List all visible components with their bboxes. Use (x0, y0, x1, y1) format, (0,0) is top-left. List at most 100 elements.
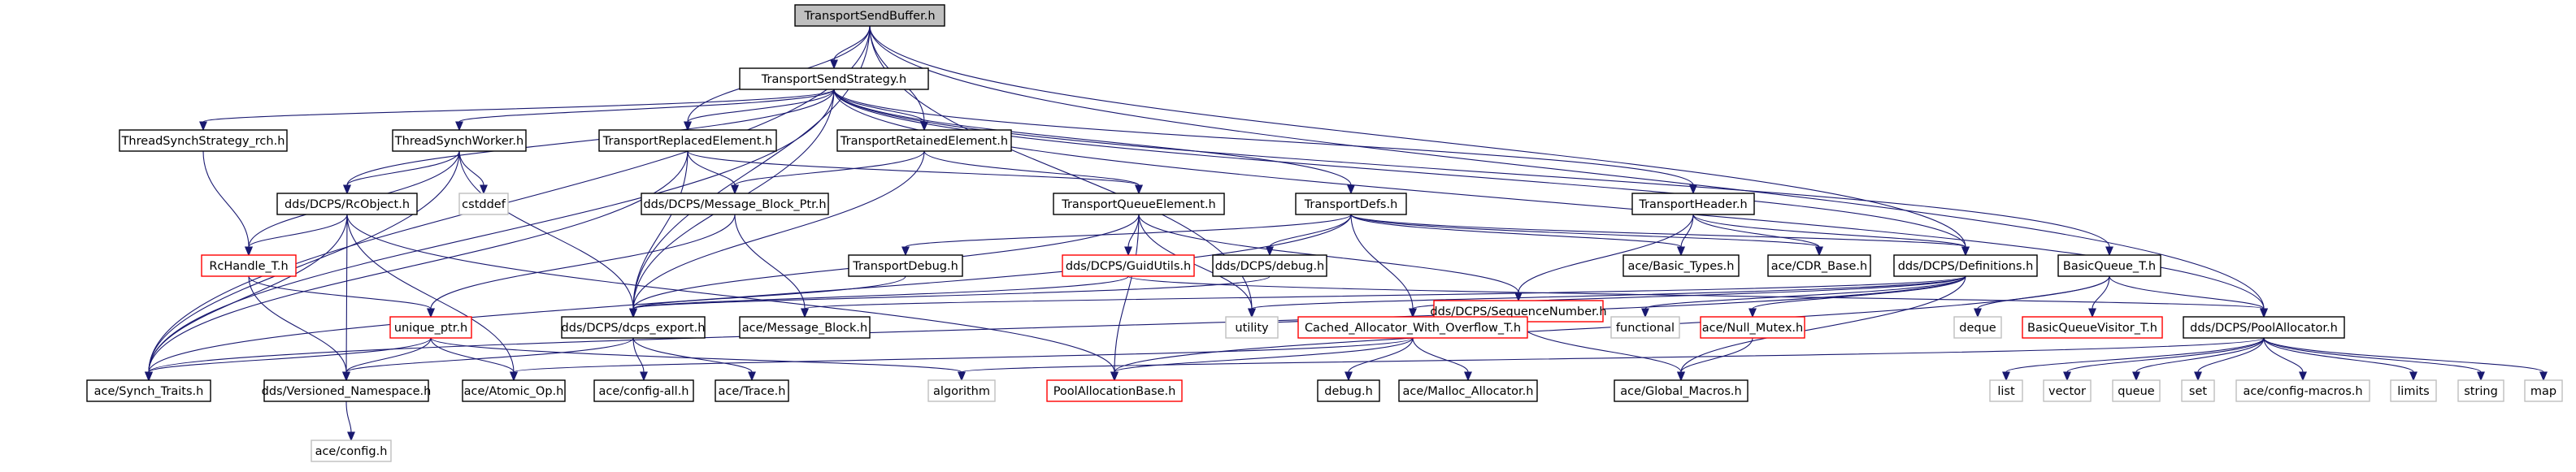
node-box (2524, 379, 2563, 402)
edge-line (1350, 214, 1820, 248)
arrowhead-icon (1961, 246, 1970, 257)
graph-node-tssrch[interactable]: ThreadSynchStrategy_rch.h (119, 129, 288, 152)
node-box (1622, 254, 1740, 277)
edge-line (632, 150, 925, 310)
arrowhead-icon (1409, 308, 1417, 318)
graph-node-string: string (2457, 379, 2504, 402)
graph-node-configall[interactable]: ace/config-all.h (593, 379, 694, 402)
graph-node-acetrace[interactable]: ace/Trace.h (715, 379, 789, 402)
arrowhead-icon (2002, 371, 2010, 382)
graph-node-cdrbase[interactable]: ace/CDR_Base.h (1767, 254, 1871, 277)
node-label: ace/Null_Mutex.h (1702, 322, 1803, 335)
graph-node-msgblock[interactable]: ace/Message_Block.h (739, 316, 871, 339)
edge-line (2005, 337, 2265, 373)
node-box (86, 379, 211, 402)
node-box (1317, 379, 1380, 402)
graph-node-bqvisitor[interactable]: BasicQueueVisitor_T.h (2022, 316, 2163, 339)
dependency-edge-defs-to-cdrbase (1350, 214, 1823, 257)
graph-node-ddsdebug[interactable]: dds/DCPS/debug.h (1212, 254, 1327, 277)
node-label: dds/DCPS/PoolAllocator.h (2190, 322, 2338, 335)
graph-node-tdebug[interactable]: TransportDebug.h (848, 254, 963, 277)
dependency-edge-cached-to-poolallocbase (1110, 337, 1414, 382)
arrowhead-icon (455, 121, 463, 132)
graph-node-poolalloc[interactable]: dds/DCPS/PoolAllocator.h (2183, 316, 2345, 339)
node-box (276, 193, 418, 215)
dependency-edge-bqt-to-deque (1974, 275, 2110, 318)
edge-line (2135, 337, 2265, 373)
node-box (1295, 193, 1407, 215)
edge-line (833, 89, 1694, 186)
graph-node-rchandle[interactable]: RcHandle_T.h (201, 254, 297, 277)
edge-line (833, 89, 1966, 248)
dependency-edge-definitions-to-msgblock (801, 275, 1966, 318)
graph-node-defs[interactable]: TransportDefs.h (1295, 193, 1407, 215)
graph-node-synchtraits[interactable]: ace/Synch_Traits.h (86, 379, 211, 402)
arrowhead-icon (1641, 308, 1649, 318)
node-label: ace/Synch_Traits.h (94, 385, 204, 398)
graph-node-bqt[interactable]: BasicQueue_T.h (2057, 254, 2161, 277)
graph-node-cached[interactable]: Cached_Allocator_With_Overflow_T.h (1297, 316, 1528, 339)
graph-node-definitions[interactable]: dds/DCPS/Definitions.h (1893, 254, 2038, 277)
graph-node-nullmutex[interactable]: ace/Null_Mutex.h (1700, 316, 1805, 339)
arrowhead-icon (347, 431, 355, 442)
graph-node-aceconfig: ace/config.h (311, 440, 392, 462)
graph-node-replaced[interactable]: TransportReplacedElement.h (598, 129, 777, 152)
graph-node-mallocalloc[interactable]: ace/Malloc_Allocator.h (1398, 379, 1538, 402)
node-box (462, 379, 566, 402)
node-box (2183, 316, 2345, 339)
graph-node-globalmacros[interactable]: ace/Global_Macros.h (1614, 379, 1748, 402)
edge-line (632, 150, 689, 310)
dependency-edge-strategy-to-definitions (833, 89, 1970, 257)
graph-node-versioned[interactable]: dds/Versioned_Namespace.h (262, 379, 432, 402)
node-label: BasicQueueVisitor_T.h (2027, 322, 2157, 335)
arrowhead-icon (640, 371, 648, 382)
edge-line (1138, 214, 1253, 310)
graph-node-basictypes[interactable]: ace/Basic_Types.h (1622, 254, 1740, 277)
graph-node-retained[interactable]: TransportRetainedElement.h (836, 129, 1012, 152)
edge-line (458, 150, 634, 310)
graph-node-uniqueptr[interactable]: unique_ptr.h (389, 316, 472, 339)
graph-node-debugh[interactable]: debug.h (1317, 379, 1380, 402)
edge-line (1518, 214, 1694, 293)
node-label: string (2464, 385, 2498, 398)
arrowhead-icon (1748, 308, 1757, 318)
edge-line (346, 214, 515, 373)
dependency-edge-replaced-to-mbptr (687, 150, 739, 195)
node-label: dds/DCPS/dcps_export.h (562, 322, 706, 335)
node-label: set (2189, 385, 2207, 398)
dependency-edge-definitions-to-functional (1641, 275, 1966, 318)
edge-line (1692, 214, 1966, 248)
graph-node-rcobject[interactable]: dds/DCPS/RcObject.h (276, 193, 418, 215)
graph-node-utility: utility (1225, 316, 1279, 339)
graph-node-functional: functional (1610, 316, 1680, 339)
graph-node-atomicop[interactable]: ace/Atomic_Op.h (462, 379, 566, 402)
graph-node-strategy[interactable]: TransportSendStrategy.h (739, 67, 929, 90)
arrowhead-icon (1110, 371, 1119, 382)
graph-node-poolallocbase[interactable]: PoolAllocationBase.h (1046, 379, 1183, 402)
arrowhead-icon (1464, 371, 1472, 382)
dependency-edge-strategy-to-tsworker (455, 89, 835, 132)
arrowhead-icon (2088, 308, 2096, 318)
edge-line (1138, 214, 1519, 293)
node-label: cstddef (462, 198, 506, 211)
graph-node-tsworker[interactable]: ThreadSynchWorker.h (392, 129, 527, 152)
graph-node-queueel[interactable]: TransportQueueElement.h (1053, 193, 1225, 215)
node-label: ace/Malloc_Allocator.h (1403, 385, 1534, 398)
graph-node-mbptr[interactable]: dds/DCPS/Message_Block_Ptr.h (641, 193, 829, 215)
graph-node-header[interactable]: TransportHeader.h (1631, 193, 1755, 215)
node-label: debug.h (1324, 385, 1373, 398)
edge-line (202, 150, 250, 248)
edge-line (346, 150, 460, 186)
edge-line (2066, 337, 2265, 373)
graph-node-guidutils[interactable]: dds/DCPS/GuidUtils.h (1062, 254, 1195, 277)
graph-node-dcpsexport[interactable]: dds/DCPS/dcps_export.h (561, 316, 706, 339)
dependency-edge-tssrch-to-rchandle (202, 150, 253, 257)
node-label: ace/config-macros.h (2243, 385, 2362, 398)
dependency-edge-header-to-definitions (1692, 214, 1970, 257)
edge-line (1644, 275, 1966, 310)
node-box (1610, 316, 1680, 339)
node-box (1631, 193, 1755, 215)
node-label: ace/Trace.h (719, 385, 786, 398)
arrowhead-icon (1344, 371, 1353, 382)
node-box (2181, 379, 2215, 402)
